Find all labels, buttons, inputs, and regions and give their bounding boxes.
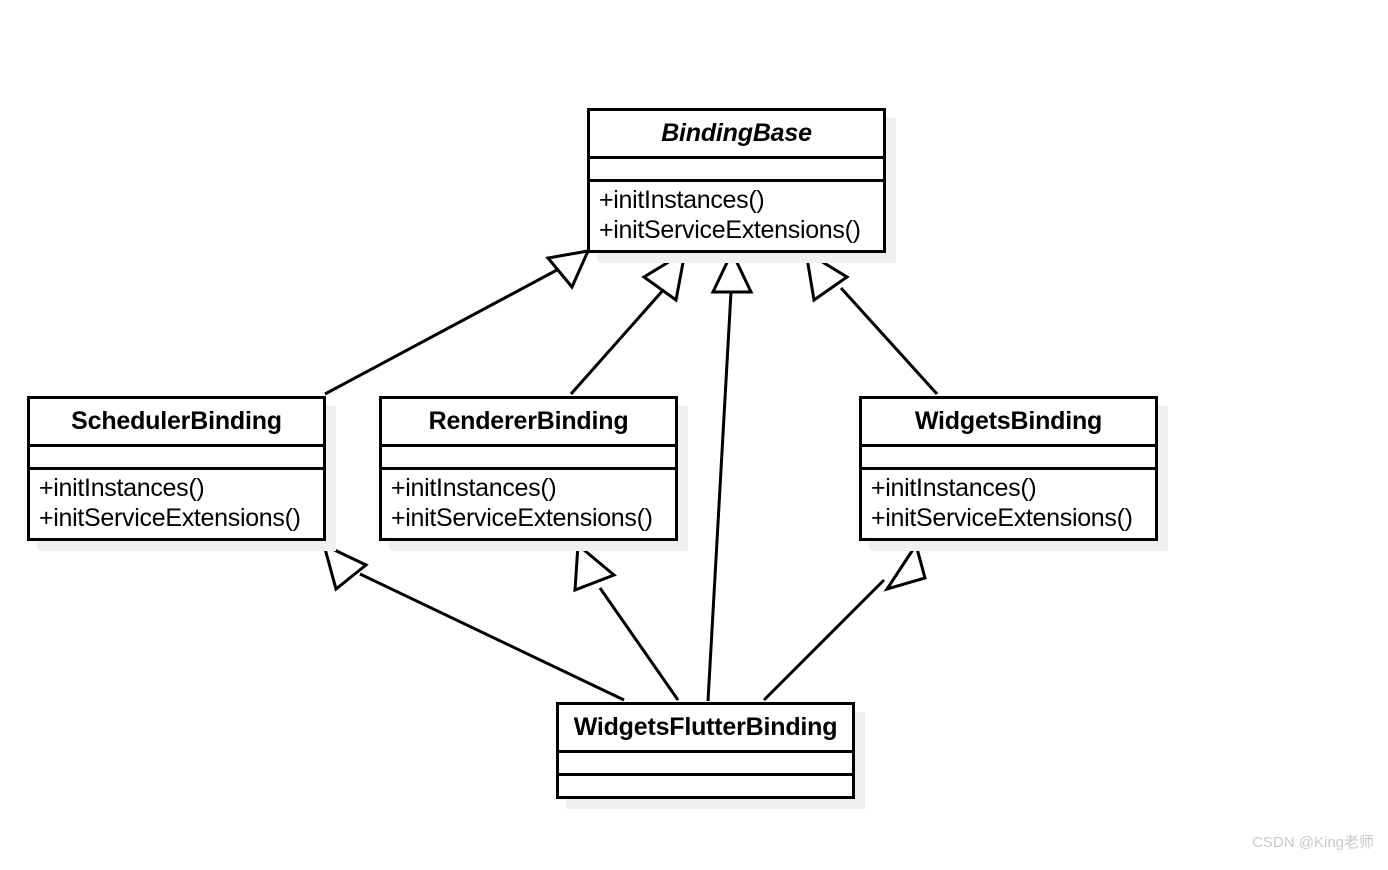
class-operation: +initServiceExtensions(): [599, 216, 861, 244]
class-operation: +initServiceExtensions(): [39, 504, 301, 532]
class-attributes-rendererbinding: [382, 447, 675, 467]
class-separator: [862, 444, 1155, 447]
class-operations-widgetsflutterbinding: [559, 776, 852, 796]
class-box-widgetsbinding[interactable]: WidgetsBinding +initInstances() +initSer…: [859, 396, 1158, 541]
class-operation: +initInstances(): [391, 474, 557, 502]
class-separator: [382, 444, 675, 447]
class-separator: [590, 179, 883, 182]
class-separator: [590, 156, 883, 159]
generalization-schedulerbinding-to-bindingbase: [324, 249, 591, 396]
class-box-schedulerbinding[interactable]: SchedulerBinding +initInstances() +initS…: [27, 396, 326, 541]
class-name-widgetsbinding: WidgetsBinding: [914, 407, 1103, 435]
generalization-widgetsflutterbinding-to-rendererbinding: [573, 541, 680, 701]
class-attributes-bindingbase: [590, 159, 883, 179]
class-operation: +initInstances(): [39, 474, 205, 502]
generalization-widgetsflutterbinding-to-bindingbase: [706, 248, 754, 702]
class-separator: [30, 467, 323, 470]
class-operations-rendererbinding: +initInstances() +initServiceExtensions(…: [382, 470, 675, 538]
class-separator: [862, 467, 1155, 470]
class-separator: [382, 467, 675, 470]
class-operation: +initInstances(): [599, 186, 765, 214]
class-attributes-schedulerbinding: [30, 447, 323, 467]
class-operations-schedulerbinding: +initInstances() +initServiceExtensions(…: [30, 470, 323, 538]
generalization-rendererbinding-to-bindingbase: [569, 248, 688, 395]
class-box-rendererbinding[interactable]: RendererBinding +initInstances() +initSe…: [379, 396, 678, 541]
class-operations-bindingbase: +initInstances() +initServiceExtensions(…: [590, 182, 883, 250]
class-operation: +initInstances(): [871, 474, 1037, 502]
class-operations-widgetsbinding: +initInstances() +initServiceExtensions(…: [862, 470, 1155, 538]
class-attributes-widgetsflutterbinding: [559, 753, 852, 773]
class-attributes-widgetsbinding: [862, 447, 1155, 467]
class-box-widgetsflutterbinding[interactable]: WidgetsFlutterBinding: [556, 702, 855, 799]
class-separator: [559, 773, 852, 776]
class-separator: [30, 444, 323, 447]
class-name-bindingbase: BindingBase: [661, 119, 812, 147]
watermark-text: CSDN @King老师: [1252, 834, 1374, 851]
generalization-widgetsflutterbinding-to-schedulerbinding: [321, 542, 625, 702]
generalization-widgetsflutterbinding-to-widgetsbinding: [762, 541, 927, 702]
class-name-widgetsflutterbinding: WidgetsFlutterBinding: [573, 713, 838, 741]
class-separator: [559, 750, 852, 753]
class-operation: +initServiceExtensions(): [391, 504, 653, 532]
generalization-widgetsbinding-to-bindingbase: [803, 249, 939, 396]
class-operation: +initServiceExtensions(): [871, 504, 1133, 532]
class-box-bindingbase[interactable]: BindingBase +initInstances() +initServic…: [587, 108, 886, 253]
class-name-schedulerbinding: SchedulerBinding: [71, 407, 282, 435]
class-name-rendererbinding: RendererBinding: [428, 407, 629, 435]
